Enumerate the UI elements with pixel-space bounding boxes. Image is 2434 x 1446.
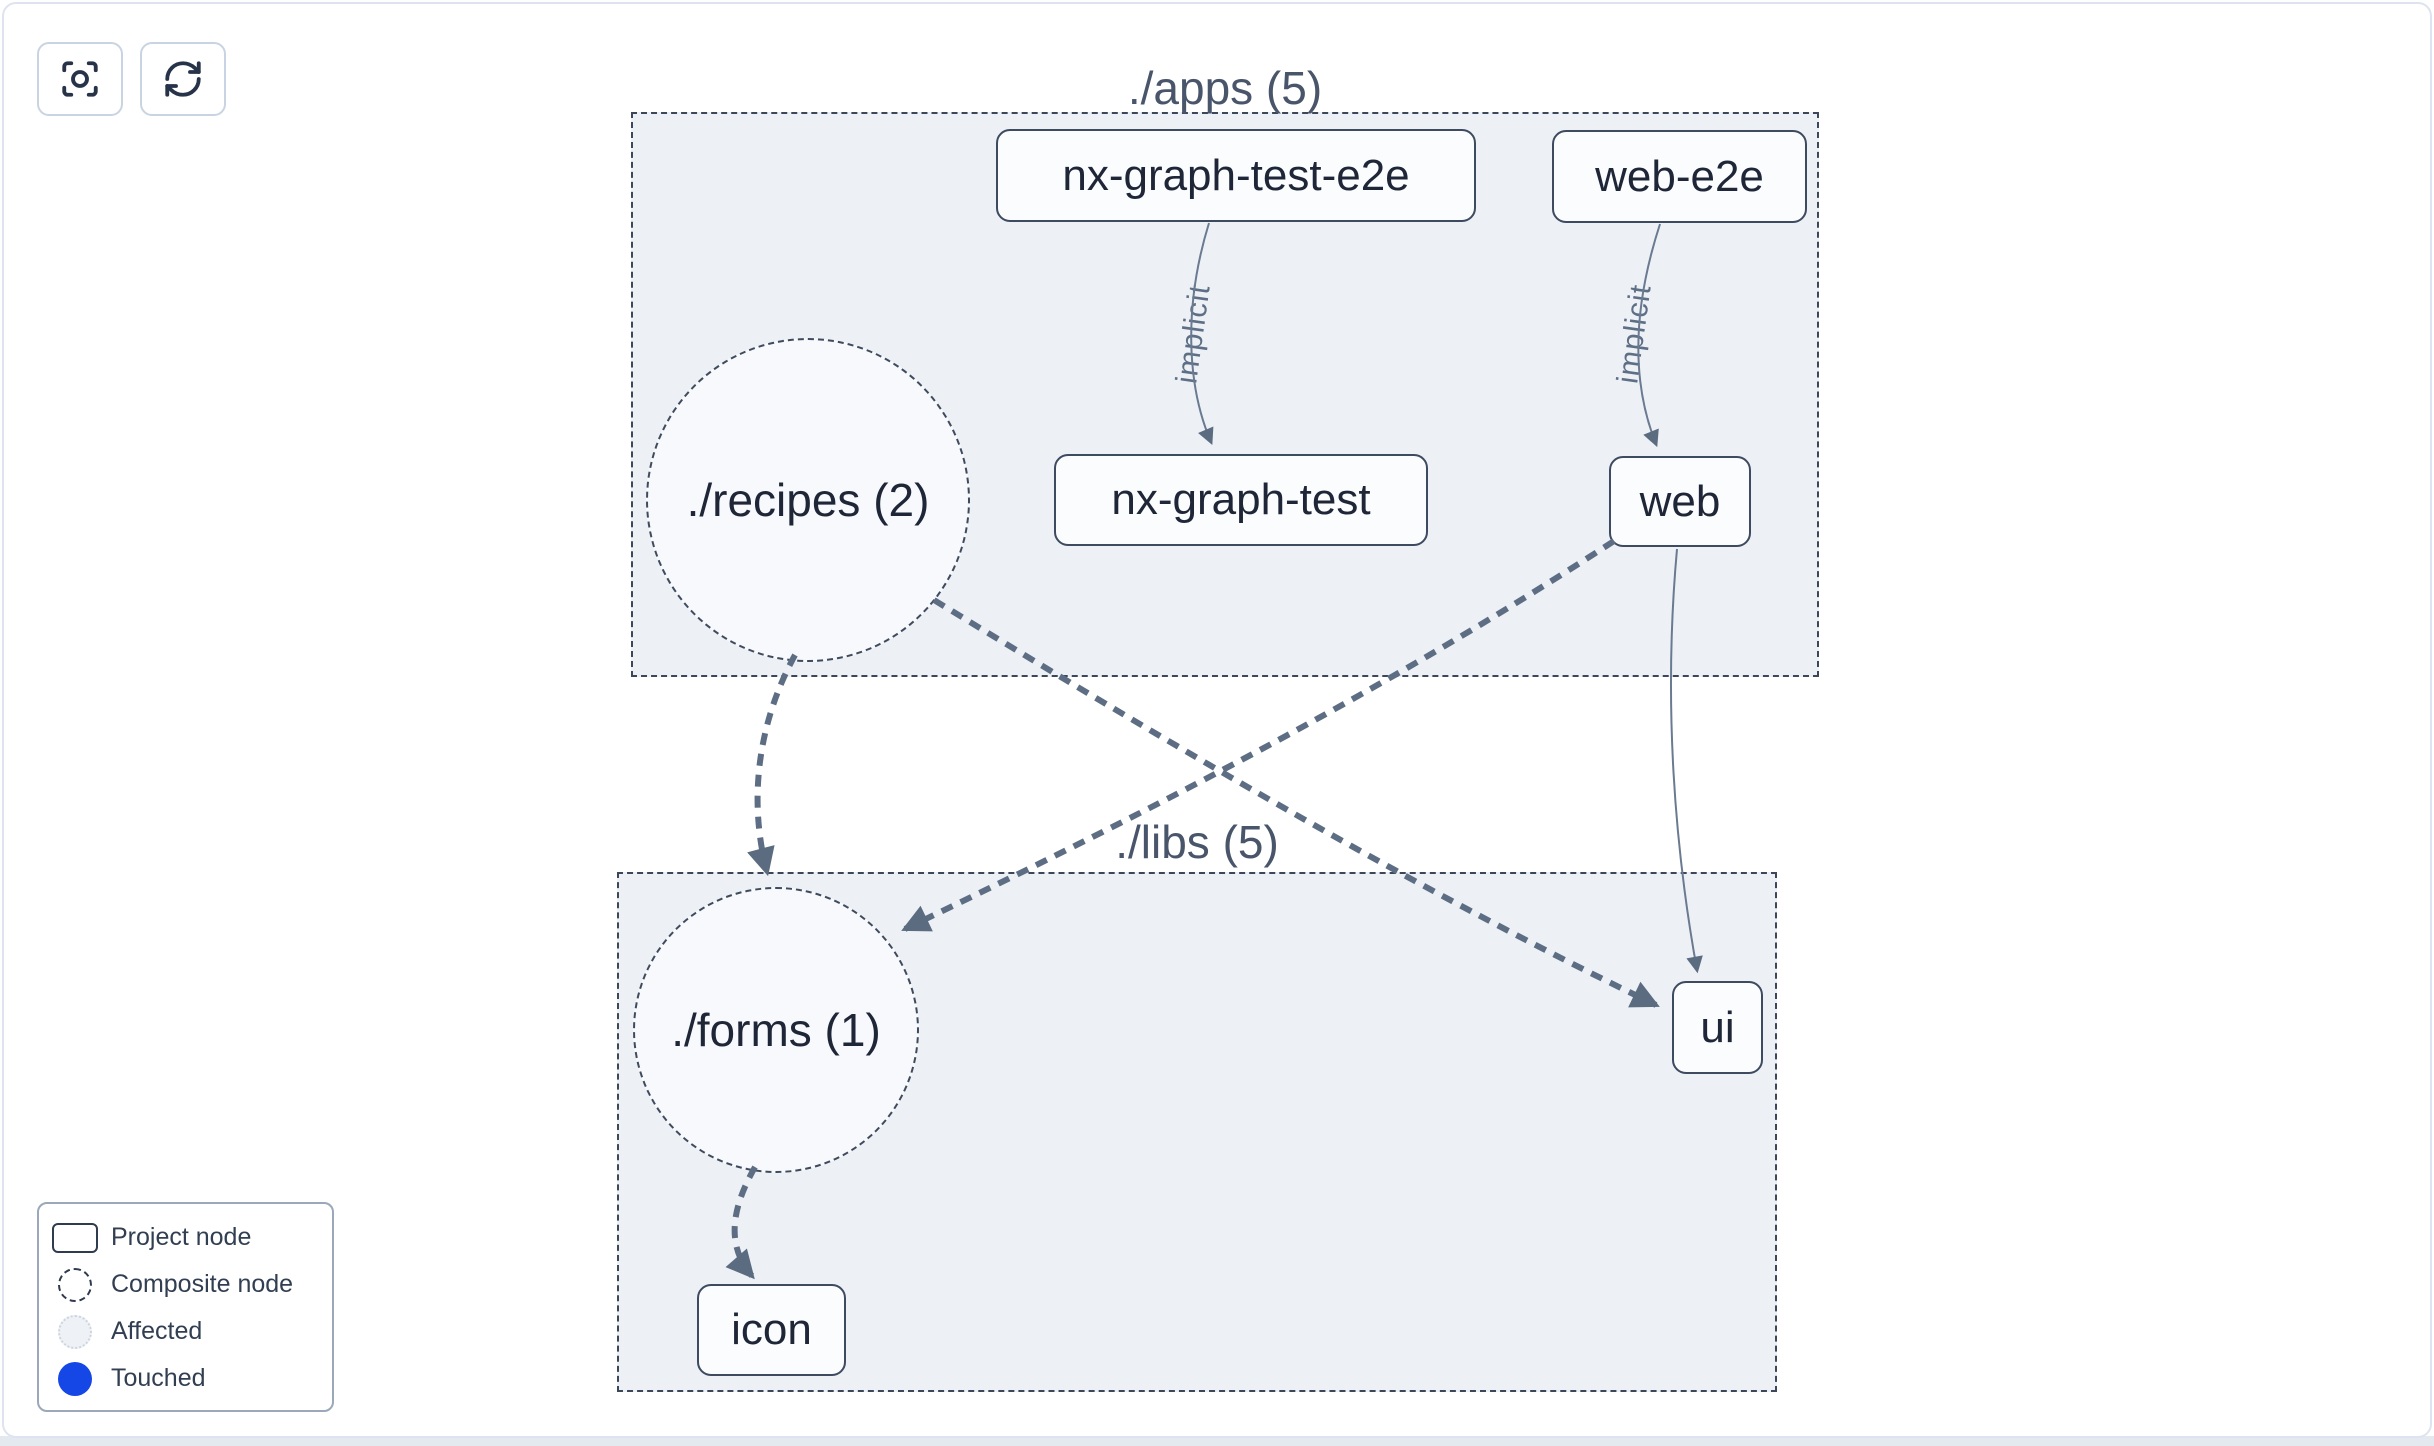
toolbar — [37, 42, 226, 116]
cluster-libs-title: ./libs (5) — [1115, 816, 1279, 868]
legend-item-affected: Affected — [39, 1308, 332, 1355]
composite-node-recipes-label: ./recipes (2) — [686, 474, 930, 526]
project-node-swatch — [39, 1222, 111, 1253]
page-bottom-strip — [0, 1436, 2434, 1446]
node-label: nx-graph-test — [1111, 475, 1371, 524]
legend-item-touched: Touched — [39, 1355, 332, 1402]
composite-node-forms-label: ./forms (1) — [671, 1004, 881, 1056]
legend-item-composite-node: Composite node — [39, 1261, 332, 1308]
project-node-ui[interactable]: ui — [1672, 981, 1763, 1074]
refresh-button[interactable] — [140, 42, 226, 116]
node-label: nx-graph-test-e2e — [1062, 150, 1410, 200]
focus-icon — [62, 61, 98, 97]
project-node-web-e2e[interactable]: web-e2e — [1552, 130, 1807, 223]
project-node-web[interactable]: web — [1609, 456, 1751, 547]
node-label: ui — [1700, 1002, 1735, 1052]
legend-label: Project node — [111, 1223, 252, 1251]
affected-swatch — [39, 1314, 111, 1349]
legend: Project node Composite node Affected Tou… — [37, 1202, 334, 1412]
legend-label: Touched — [111, 1364, 206, 1392]
composite-node-swatch — [39, 1267, 111, 1302]
cluster-apps-title: ./apps (5) — [1127, 62, 1323, 114]
refresh-icon — [165, 61, 201, 97]
legend-label: Composite node — [111, 1270, 294, 1298]
project-node-nx-graph-test[interactable]: nx-graph-test — [1054, 454, 1428, 546]
node-label: web — [1639, 476, 1721, 526]
legend-item-project-node: Project node — [39, 1214, 332, 1261]
touched-swatch — [39, 1361, 111, 1396]
project-node-nx-graph-test-e2e[interactable]: nx-graph-test-e2e — [996, 129, 1476, 222]
focus-button[interactable] — [37, 42, 123, 116]
legend-label: Affected — [111, 1317, 203, 1345]
composite-node-recipes[interactable]: ./recipes (2) — [646, 338, 970, 662]
node-label: web-e2e — [1595, 151, 1764, 201]
project-node-icon[interactable]: icon — [697, 1284, 846, 1376]
node-label: icon — [731, 1305, 812, 1354]
composite-node-forms[interactable]: ./forms (1) — [633, 887, 919, 1173]
